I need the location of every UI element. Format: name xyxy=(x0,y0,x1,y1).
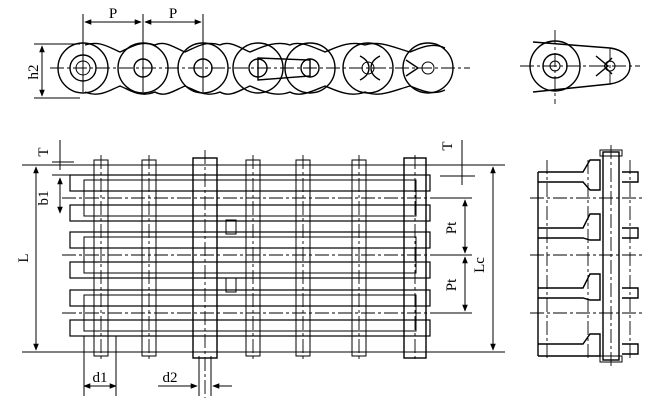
end-view-top xyxy=(520,30,640,104)
link-plates xyxy=(84,42,446,95)
side-view: P P h2 xyxy=(26,6,470,99)
lc-label: Lc xyxy=(472,257,488,273)
end-view-bottom xyxy=(530,145,645,368)
pitch-label-1: P xyxy=(109,6,117,22)
connecting-plate xyxy=(257,57,311,81)
pt-label-1: Pt xyxy=(444,221,460,234)
strand-2 xyxy=(69,231,431,279)
pt-label-2: Pt xyxy=(444,278,460,291)
b1-label: b1 xyxy=(36,191,52,206)
t-label-right: T xyxy=(440,141,456,150)
l-label: L xyxy=(16,253,32,262)
h2-label: h2 xyxy=(26,65,42,80)
d2-label: d2 xyxy=(163,370,178,386)
strand-centerlines xyxy=(62,197,470,314)
pitch-label-2: P xyxy=(169,6,177,22)
plan-view: T b1 L T Pt Pt Lc d1 d2 xyxy=(16,140,505,398)
strand-3 xyxy=(69,289,431,337)
pin-centerlines xyxy=(100,150,416,398)
t-label-left: T xyxy=(36,147,52,156)
d1-label: d1 xyxy=(93,370,108,386)
